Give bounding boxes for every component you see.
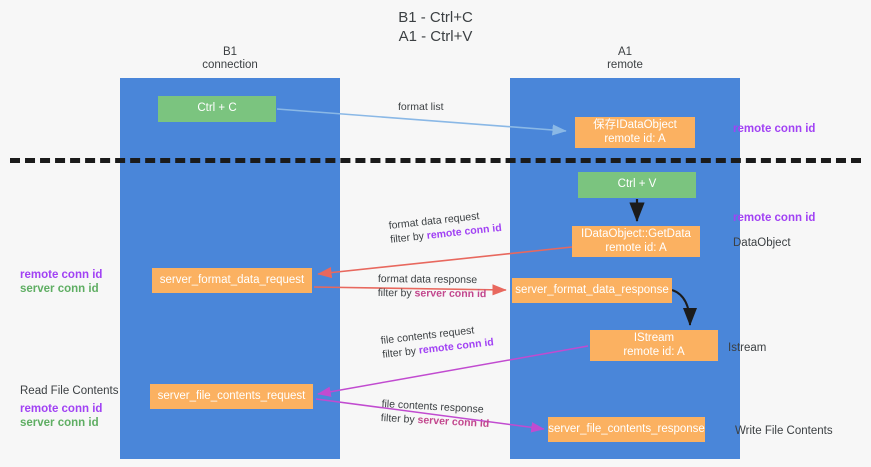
column-header-b1: B1 connection bbox=[120, 46, 340, 72]
column-header-b1-role: connection bbox=[202, 59, 258, 71]
column-header-b1-name: B1 bbox=[222, 46, 238, 58]
filter-prefix: filter by bbox=[377, 286, 415, 300]
node-ctrl-c-label: Ctrl + C bbox=[197, 102, 237, 115]
column-header-a1-name: A1 bbox=[617, 46, 633, 58]
annotation-dataobject: DataObject bbox=[733, 237, 791, 249]
title-line-1: B1 - Ctrl+C bbox=[398, 9, 473, 26]
title-line-2: A1 - Ctrl+V bbox=[398, 28, 473, 45]
node-server-file-contents-response-label: server_file_contents_response bbox=[548, 422, 705, 435]
edge-label-format-data-response: format data response filter by server co… bbox=[378, 272, 487, 301]
annotation-left-bottom-remote: remote conn id bbox=[20, 403, 103, 415]
edge-label-format-list: format list bbox=[398, 100, 444, 114]
edge-label-format-list-text: format list bbox=[398, 101, 444, 113]
edge-label-format-data-response-line1: format data response bbox=[377, 272, 478, 287]
annotation-write-file-contents: Write File Contents bbox=[735, 425, 833, 437]
filter-prefix: filter by bbox=[381, 344, 420, 361]
node-server-format-data-request-label: server_format_data_request bbox=[159, 273, 305, 286]
node-ctrl-v[interactable]: Ctrl + V bbox=[578, 172, 696, 198]
filter-prefix: filter by bbox=[389, 229, 428, 246]
node-ctrl-c[interactable]: Ctrl + C bbox=[158, 96, 276, 122]
annotation-read-file-contents: Read File Contents bbox=[20, 385, 119, 397]
column-header-a1: A1 remote bbox=[510, 46, 740, 72]
node-istream-line2: remote id: A bbox=[623, 345, 685, 358]
edge-label-format-data-request: format data request filter by remote con… bbox=[388, 207, 502, 247]
node-istream-line1: IStream bbox=[633, 332, 675, 344]
column-header-a1-role: remote bbox=[607, 59, 643, 71]
node-server-file-contents-request[interactable]: server_file_contents_request bbox=[150, 384, 313, 409]
filter-key-server-conn-id: server conn id bbox=[414, 287, 487, 301]
annotation-istream: Istream bbox=[728, 342, 767, 354]
node-save-idataobject-line1: 保存IDataObject bbox=[593, 119, 677, 131]
edge-label-format-data-response-line2: filter by server conn id bbox=[378, 286, 487, 301]
annotation-remote-conn-id-top: remote conn id bbox=[733, 123, 816, 135]
annotation-left-mid: remote conn id server conn id bbox=[20, 268, 102, 296]
annotation-left-bottom-server: server conn id bbox=[20, 417, 99, 429]
node-idataobject-getdata-line1: IDataObject::GetData bbox=[581, 228, 691, 240]
node-server-file-contents-response[interactable]: server_file_contents_response bbox=[548, 417, 705, 442]
node-idataobject-getdata-line2: remote id: A bbox=[605, 241, 667, 254]
annotation-left-mid-remote: remote conn id bbox=[20, 269, 103, 281]
annotation-left-mid-server: server conn id bbox=[20, 283, 99, 295]
edge-label-file-contents-response: file contents response filter by server … bbox=[380, 397, 490, 431]
annotation-left-bottom: Read File Contents remote conn id server… bbox=[20, 384, 118, 430]
section-divider bbox=[10, 158, 861, 163]
page-title: B1 - Ctrl+C A1 - Ctrl+V bbox=[0, 8, 871, 46]
node-server-file-contents-request-label: server_file_contents_request bbox=[157, 389, 306, 402]
node-server-format-data-response-label: server_format_data_response bbox=[515, 283, 669, 296]
node-save-idataobject-line2: remote id: A bbox=[604, 132, 666, 145]
node-server-format-data-response[interactable]: server_format_data_response bbox=[512, 278, 672, 303]
edge-label-file-contents-request: file contents request filter by remote c… bbox=[380, 321, 494, 362]
annotation-remote-conn-id-mid: remote conn id bbox=[733, 212, 816, 224]
node-server-format-data-request[interactable]: server_format_data_request bbox=[152, 268, 312, 293]
node-ctrl-v-label: Ctrl + V bbox=[617, 178, 657, 191]
node-idataobject-getdata[interactable]: IDataObject::GetData remote id: A bbox=[572, 226, 700, 257]
filter-key-server-conn-id: server conn id bbox=[417, 414, 490, 431]
node-save-idataobject[interactable]: 保存IDataObject remote id: A bbox=[575, 117, 695, 148]
node-istream[interactable]: IStream remote id: A bbox=[590, 330, 718, 361]
filter-prefix: filter by bbox=[380, 411, 418, 427]
